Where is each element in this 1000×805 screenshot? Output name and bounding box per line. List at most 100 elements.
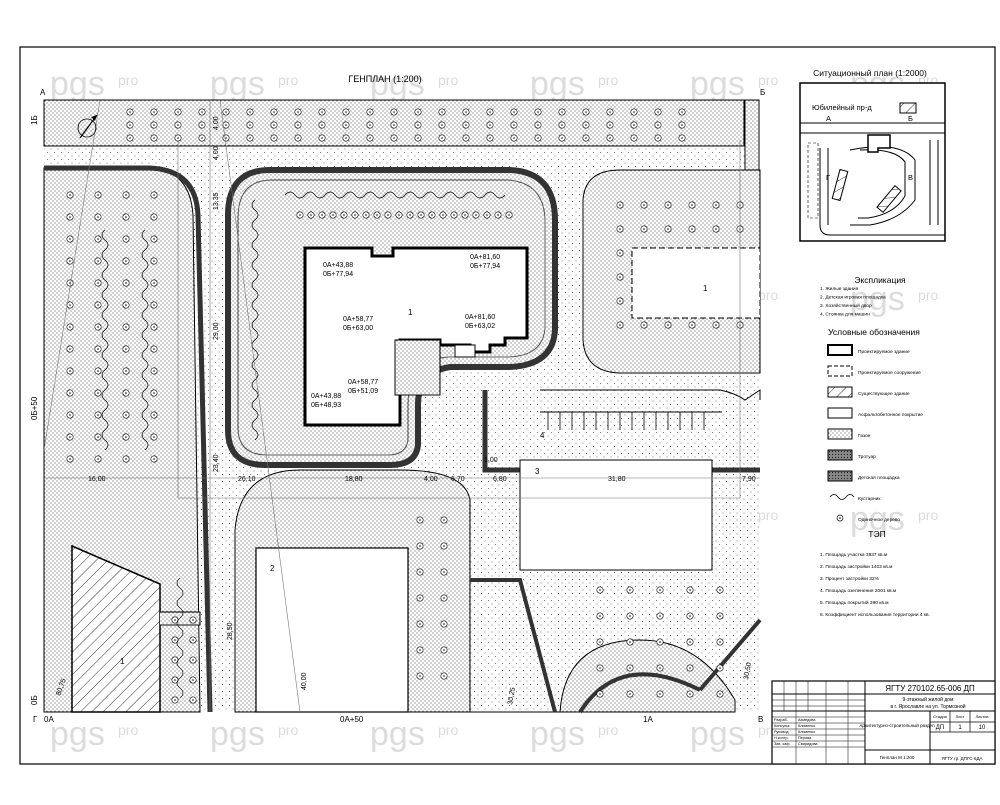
tree-center — [465, 111, 467, 113]
title-block — [771, 680, 996, 765]
stamp-project: 9-этажный жилой дом — [903, 696, 955, 703]
tree-center — [657, 124, 659, 126]
tree-center — [192, 679, 194, 681]
curved-footpath — [578, 672, 701, 714]
explication-item: 4. Стоянка для машин — [820, 312, 870, 318]
tree-center — [125, 348, 127, 350]
watermark-text: pgs — [850, 500, 905, 538]
tree-center — [659, 615, 661, 617]
tree-center — [299, 214, 301, 216]
coord-c4b: 0Б+63,02 — [465, 323, 495, 330]
shrub-icon — [141, 229, 149, 451]
tree-layer — [66, 108, 744, 704]
coord-c1b: 0Б+77,94 — [323, 271, 353, 278]
tree-center — [125, 436, 127, 438]
tree-center — [125, 458, 127, 460]
dim-v3: 30,25 — [507, 687, 517, 706]
tep-item: 5. Площадь покрытий 390 кв.м — [820, 599, 889, 606]
tree-center — [174, 659, 176, 661]
tree-center — [177, 124, 179, 126]
tree-center — [585, 137, 587, 139]
shrub-icon — [251, 199, 259, 441]
tree-center — [419, 519, 421, 521]
tree-center — [249, 137, 251, 139]
shrub-icon — [284, 191, 506, 199]
tree-center — [561, 111, 563, 113]
legend-swatch — [827, 449, 853, 461]
tree-center — [97, 304, 99, 306]
tree-center — [174, 679, 176, 681]
tree-center — [667, 324, 669, 326]
tree-center — [365, 214, 367, 216]
tree-center — [537, 124, 539, 126]
tree-center — [192, 659, 194, 661]
watermark-suffix: pro — [438, 722, 458, 738]
tree-center — [443, 519, 445, 521]
dim-v4: 4,00 — [213, 146, 220, 160]
tree-center — [681, 137, 683, 139]
tree-center — [599, 693, 601, 695]
tree-center — [657, 137, 659, 139]
tree-center — [537, 137, 539, 139]
tree-center — [97, 282, 99, 284]
tree-center — [443, 571, 445, 573]
tree-center — [443, 623, 445, 625]
coordinate-labels: 0А+43,88 0Б+77,94 0А+81,60 0Б+77,94 0А+5… — [311, 254, 500, 409]
corner-g-label: Г — [33, 715, 38, 724]
tree-center — [657, 111, 659, 113]
stamp-code: ЯГТУ 270102.65-006 ДП — [885, 684, 975, 693]
shrub-icon — [176, 577, 184, 699]
existing-building — [71, 544, 161, 713]
watermark-text: pgs — [690, 65, 745, 103]
tree-center — [419, 649, 421, 651]
tree-center — [69, 304, 71, 306]
tree-center — [192, 699, 194, 701]
tree-center — [225, 124, 227, 126]
stamp-org: ЯГТУ гр. ДПГС-6ДА — [941, 756, 982, 761]
axis-labels: 1Б 0Б+50 0Б 0А 0А+50 1А — [30, 115, 653, 724]
tree-center — [419, 597, 421, 599]
tree-center — [643, 204, 645, 206]
tree-center — [599, 641, 601, 643]
tree-center — [489, 137, 491, 139]
tree-center — [153, 260, 155, 262]
right-lawn-strip — [744, 99, 760, 181]
tree-center — [69, 326, 71, 328]
legend-tree-center — [839, 517, 841, 519]
tree-center — [153, 282, 155, 284]
tree-center — [69, 392, 71, 394]
situation-hatch-3 — [876, 184, 902, 214]
watermark-suffix: pro — [758, 72, 778, 88]
tree-center — [417, 111, 419, 113]
tree-center — [192, 639, 194, 641]
coord-c2b: 0Б+77,94 — [470, 263, 500, 270]
watermark-text: pgs — [50, 715, 105, 753]
tree-center — [273, 137, 275, 139]
legend-swatch — [827, 407, 853, 419]
tree-center — [453, 214, 455, 216]
legend-item-label: Газон — [858, 433, 871, 439]
situation-label-g: Г — [826, 173, 830, 182]
existing-building-number: 1 — [120, 657, 125, 666]
tree-center — [97, 260, 99, 262]
tree-center — [273, 124, 275, 126]
tree-center — [69, 348, 71, 350]
situation-existing-building — [899, 102, 917, 114]
tree-center — [419, 623, 421, 625]
tree-center — [443, 545, 445, 547]
tep-list: 1. Площадь участка 3837 кв.м2. Площадь з… — [820, 552, 930, 618]
outer-frame — [19, 46, 996, 765]
tree-center — [715, 324, 717, 326]
tree-center — [345, 111, 347, 113]
dim-h4: 4,00 — [424, 476, 438, 483]
corner-v-label: В — [758, 715, 763, 724]
tree-center — [609, 137, 611, 139]
tree-center — [174, 639, 176, 641]
tree-center — [443, 675, 445, 677]
tep-item: 2. Площадь застройки 1403 кв.м — [820, 563, 892, 570]
tree-center — [354, 214, 356, 216]
tree-center — [537, 111, 539, 113]
tree-center — [69, 238, 71, 240]
tree-center — [321, 214, 323, 216]
